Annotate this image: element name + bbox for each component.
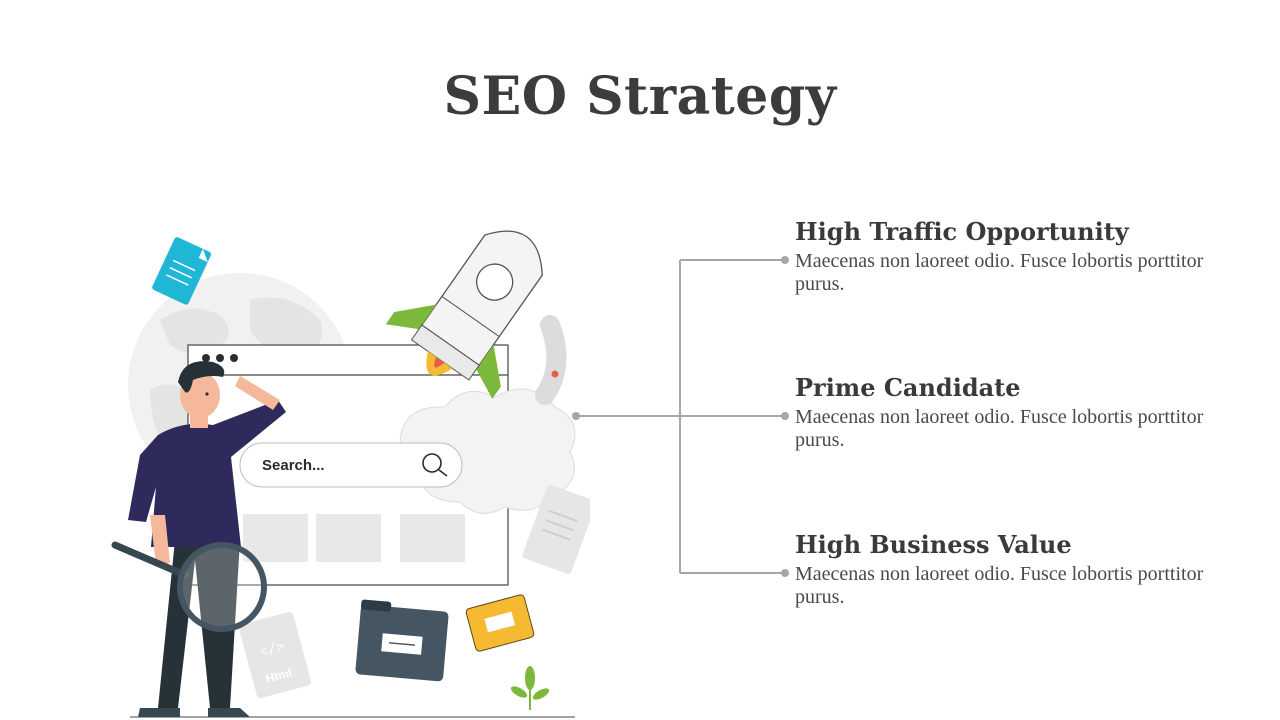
yellow-folder-icon: [465, 594, 535, 652]
item-business-value: High Business Value Maecenas non laoreet…: [795, 531, 1215, 609]
seo-illustration: Search... </> Html: [111, 230, 590, 718]
rocket-icon: [385, 230, 543, 399]
item-high-traffic: High Traffic Opportunity Maecenas non la…: [795, 218, 1215, 296]
paper-icon: [522, 484, 590, 574]
connector-lines: [572, 256, 789, 577]
code-symbol: </>: [258, 640, 287, 662]
html-file-label: Html: [264, 666, 293, 686]
magnifier-icon: [111, 541, 267, 632]
item-title: High Traffic Opportunity: [795, 217, 1129, 246]
plant-icon: [510, 666, 550, 710]
html-file-icon: </> Html: [239, 611, 311, 699]
item-title: High Business Value: [795, 530, 1072, 559]
item-description: Maecenas non laoreet odio. Fusce loborti…: [795, 563, 1204, 608]
item-prime-candidate: Prime Candidate Maecenas non laoreet odi…: [795, 374, 1215, 452]
search-icon: [422, 453, 442, 473]
item-description: Maecenas non laoreet odio. Fusce loborti…: [795, 250, 1204, 295]
slide-title: SEO Strategy: [443, 66, 837, 127]
search-placeholder: Search...: [262, 457, 325, 474]
item-description: Maecenas non laoreet odio. Fusce loborti…: [795, 406, 1204, 451]
item-title: Prime Candidate: [795, 373, 1021, 402]
search-bar: Search...: [239, 442, 463, 488]
folder-icon: [355, 599, 449, 682]
document-icon: [152, 237, 211, 305]
